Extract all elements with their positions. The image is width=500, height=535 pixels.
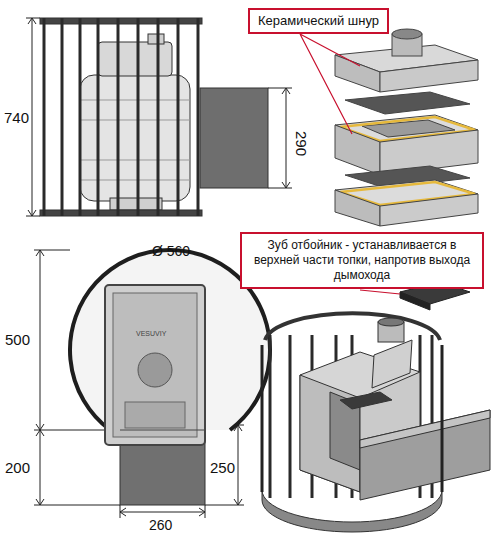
dimension-value: 290 [294, 131, 309, 156]
dimension-value: 200 [5, 460, 30, 475]
cutaway-view [289, 335, 292, 498]
dimension-value: 500 [5, 332, 30, 347]
exploded-view [300, 34, 360, 134]
cutaway-view [269, 335, 272, 498]
side-view [157, 18, 160, 216]
exploded-view [335, 55, 380, 92]
callout-box: Зуб отбойник - устанавливается в верхней… [240, 232, 484, 289]
dimension-lines [120, 505, 205, 518]
plan-view [120, 430, 205, 431]
exploded-view [335, 125, 380, 175]
plan-view [105, 285, 205, 445]
side-view [177, 18, 180, 216]
plan-view [125, 402, 185, 428]
plan-view [138, 353, 172, 387]
cutaway-view [340, 392, 392, 409]
side-view [97, 18, 100, 216]
exploded-view [335, 190, 380, 226]
cutaway-view [360, 410, 490, 500]
plan-view [113, 293, 197, 437]
exploded-view [345, 92, 470, 114]
side-view [98, 42, 172, 76]
side-view [197, 18, 200, 216]
baffle-part [360, 290, 400, 294]
cutaway-view [262, 345, 442, 492]
exploded-view [392, 29, 422, 39]
side-view [79, 18, 82, 216]
dimension-value: 250 [210, 460, 235, 475]
dimension-lines [205, 425, 244, 505]
dimension-lines [268, 88, 292, 188]
dimension-lines [234, 425, 242, 505]
exploded-view [380, 60, 478, 92]
side-view [200, 88, 268, 188]
cutaway-view [300, 375, 360, 492]
dimension-lines [28, 18, 36, 216]
callout-text: Керамический шнур [258, 13, 379, 29]
cutaway-view [372, 340, 412, 388]
dimension-lines [120, 508, 205, 516]
cutaway-view [360, 410, 490, 448]
side-view [137, 18, 140, 216]
dimension-lines [282, 88, 290, 188]
dimension-value: Ø 560 [152, 244, 190, 258]
dimension-lines [36, 250, 44, 505]
exploded-view [380, 194, 478, 226]
side-view [40, 18, 268, 216]
callout-text: Зуб отбойник - устанавливается в верхней… [252, 238, 472, 283]
side-view [44, 18, 198, 216]
side-view [43, 18, 46, 216]
cutaway-view [378, 318, 404, 326]
dimension-value: 740 [4, 110, 29, 125]
cutaway-view [262, 313, 490, 532]
dimension-value: 260 [149, 518, 172, 532]
brand-logo: VESUVIY [136, 330, 166, 337]
exploded-view [300, 29, 478, 226]
side-view [117, 18, 120, 216]
callout-box: Керамический шнур [248, 8, 389, 34]
side-view [148, 34, 164, 44]
side-view [61, 18, 64, 216]
baffle-part [400, 292, 430, 310]
